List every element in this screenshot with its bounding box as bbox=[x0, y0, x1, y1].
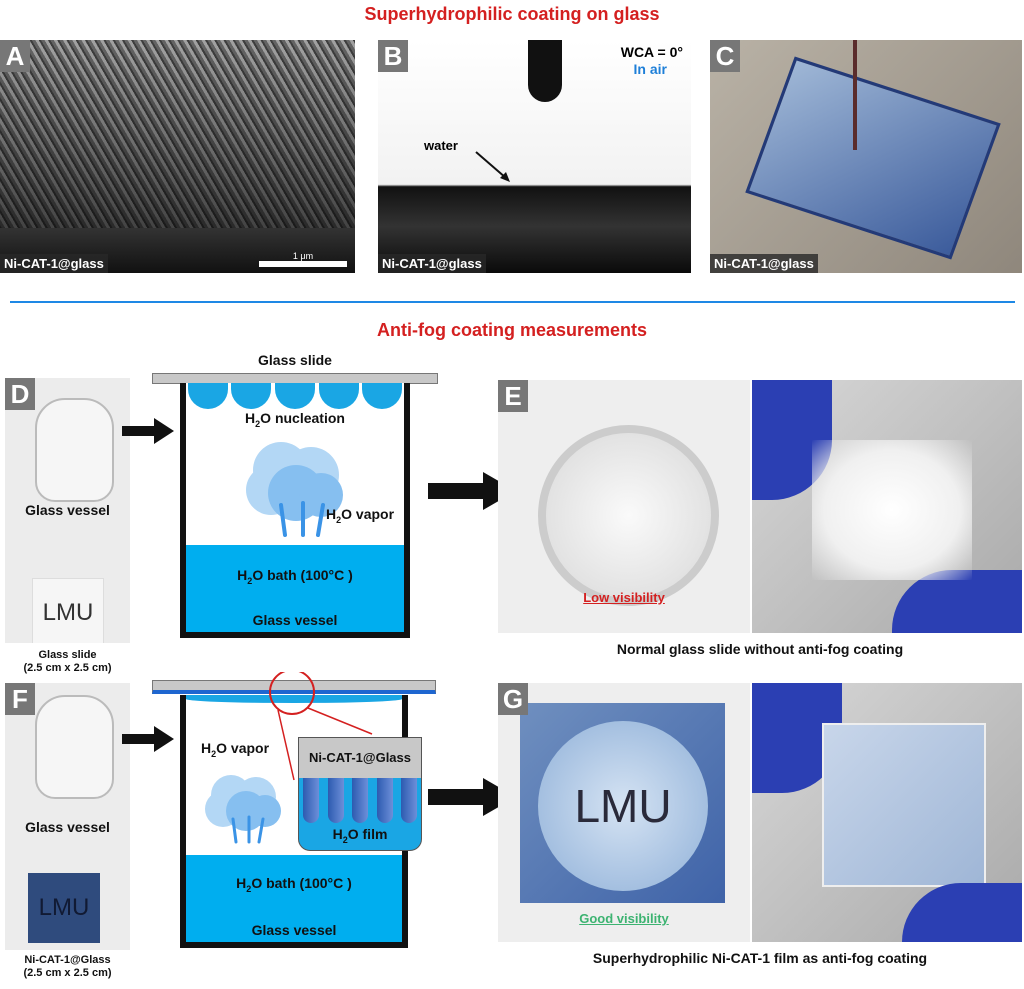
bath-label: H2O bath (100°C ) bbox=[236, 875, 352, 894]
coated-slide: LMU bbox=[28, 873, 100, 943]
panel-d-photo: Glass vessel LMU D bbox=[5, 378, 130, 643]
section-title-antifog: Anti-fog coating measurements bbox=[376, 320, 648, 340]
panel-f-photo: Glass vessel LMU F bbox=[5, 683, 130, 950]
vessel-label: Glass vessel bbox=[25, 502, 110, 518]
panel-e-photo-hand bbox=[752, 380, 1022, 633]
arrow-icon bbox=[428, 778, 516, 816]
panel-e-photo-top: E Low visibility bbox=[498, 380, 750, 633]
glass-slide-label: Glass slide bbox=[258, 352, 332, 368]
droplets bbox=[186, 383, 404, 409]
sample-tag: Ni-CAT-1@glass bbox=[710, 254, 818, 273]
slide-size: (2.5 cm x 2.5 cm) bbox=[23, 662, 112, 674]
glass-vessel-diagram: H2O nucleation H2O vapor H2O bath (100°C… bbox=[180, 383, 410, 638]
vessel-label: Glass vessel bbox=[25, 819, 110, 835]
slide-label: Ni-CAT-1@Glass bbox=[24, 954, 111, 966]
slide-size: (2.5 cm x 2.5 cm) bbox=[23, 967, 112, 979]
fogged-slide bbox=[812, 440, 972, 580]
glove bbox=[902, 883, 1022, 942]
panel-e-caption: Normal glass slide without anti-fog coat… bbox=[616, 641, 904, 657]
env-label: In air bbox=[633, 61, 667, 77]
visibility-label: Low visibility bbox=[583, 590, 665, 605]
bath-label: H2O bath (100°C ) bbox=[237, 567, 353, 586]
zoom-callout bbox=[269, 672, 373, 781]
nanorods bbox=[303, 778, 417, 823]
wca-value: WCA = 0° bbox=[620, 44, 683, 60]
needle bbox=[528, 40, 562, 102]
glass-vessel bbox=[35, 398, 114, 502]
panel-letter: D bbox=[5, 378, 35, 410]
vapor-label: H2O vapor bbox=[201, 740, 270, 759]
water-bath: H2O bath (100°C ) Glass vessel bbox=[186, 545, 404, 632]
arrow-icon bbox=[122, 418, 174, 444]
glass-vessel bbox=[35, 695, 114, 799]
water-label: water bbox=[424, 138, 458, 153]
panel-c-photo: C Ni-CAT-1@glass bbox=[710, 40, 1022, 273]
glass-slide: LMU bbox=[32, 578, 104, 643]
sample-tag: Ni-CAT-1@glass bbox=[378, 254, 486, 273]
sample-tag: Ni-CAT-1@glass bbox=[0, 254, 108, 273]
fogged-slide bbox=[538, 425, 719, 606]
vessel-label: Glass vessel bbox=[251, 922, 337, 938]
panel-letter: B bbox=[378, 40, 408, 72]
panel-letter: E bbox=[498, 380, 528, 412]
coated-glass-slide bbox=[152, 680, 436, 694]
scale-bar: 1 μm bbox=[259, 251, 347, 267]
vapor-cloud-icon bbox=[205, 775, 281, 844]
panel-letter: G bbox=[498, 683, 528, 715]
inset-magnified: Ni-CAT-1@Glass H2O film bbox=[298, 737, 422, 851]
panel-g-photo-hand bbox=[752, 683, 1022, 942]
arrow-icon bbox=[122, 726, 174, 752]
visibility-label: Good visibility bbox=[579, 911, 669, 926]
divider bbox=[10, 301, 1015, 303]
slide-label: Glass slide bbox=[38, 649, 97, 661]
vapor-cloud-icon bbox=[246, 442, 343, 537]
section-title-superhydrophilic: Superhydrophilic coating on glass bbox=[364, 4, 660, 24]
needle bbox=[853, 40, 857, 150]
scale-label: 1 μm bbox=[292, 251, 314, 261]
water-bath: H2O bath (100°C ) Glass vessel bbox=[186, 855, 402, 942]
nucleation-label: H2O nucleation bbox=[245, 410, 345, 429]
panel-a-sem-image: A Ni-CAT-1@glass 1 μm bbox=[0, 40, 355, 273]
arrow-icon bbox=[475, 151, 510, 182]
panel-g-photo-top: LMU G Good visibility bbox=[498, 683, 750, 942]
panel-letter: A bbox=[0, 40, 30, 72]
panel-letter: F bbox=[5, 683, 35, 715]
clear-coated-slide bbox=[822, 723, 986, 887]
arrow-icon bbox=[428, 472, 516, 510]
coated-glass bbox=[745, 56, 1001, 260]
lmu-text: LMU bbox=[538, 721, 708, 891]
panel-g-caption: Superhydrophilic Ni-CAT-1 film as anti-f… bbox=[592, 950, 928, 966]
panel-b-contact-angle: B WCA = 0° In air water Ni-CAT-1@glass bbox=[378, 40, 691, 273]
film-label: H2O film bbox=[332, 826, 388, 845]
vapor-label: H2O vapor bbox=[326, 506, 395, 525]
inset-label: Ni-CAT-1@Glass bbox=[299, 738, 421, 778]
water-film bbox=[186, 695, 402, 703]
panel-letter: C bbox=[710, 40, 740, 72]
vessel-label: Glass vessel bbox=[252, 612, 338, 628]
